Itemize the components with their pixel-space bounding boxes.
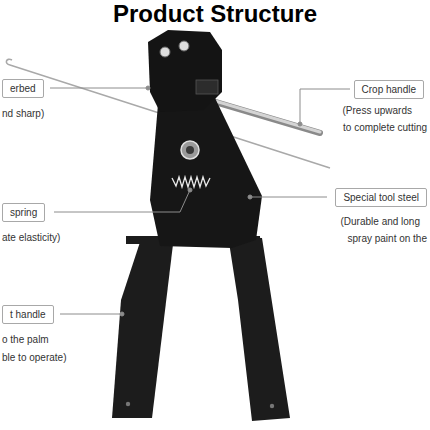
- leader-dot: [298, 122, 302, 126]
- right-handle: [228, 236, 290, 421]
- leader-line: [54, 212, 180, 213]
- part-description: spray paint on the: [348, 232, 428, 245]
- leader-dot: [120, 312, 124, 316]
- leader-line: [50, 88, 148, 89]
- part-description: ate elasticity): [2, 231, 60, 244]
- part-description: (Press upwards: [343, 104, 412, 117]
- leader-line: [60, 314, 122, 315]
- body-plate: [150, 98, 262, 248]
- part-description: ble to operate): [2, 351, 67, 364]
- callout-box: Crop handle: [354, 80, 424, 99]
- callout-box: erbed: [2, 79, 44, 98]
- leader-line: [300, 89, 350, 90]
- tool-head: [148, 30, 222, 112]
- part-description: to complete cutting: [343, 121, 427, 134]
- leader-line: [250, 197, 327, 198]
- callout-box: spring: [2, 203, 45, 222]
- callout-text: Special tool steel: [343, 192, 419, 203]
- head-block: [196, 80, 218, 94]
- hole: [270, 404, 274, 408]
- leader-line: [300, 89, 301, 124]
- head-hole: [179, 41, 189, 51]
- callout-text: erbed: [10, 83, 36, 94]
- callout-box: t handle: [2, 305, 54, 324]
- part-description: o the palm: [2, 333, 49, 346]
- leader-dot: [248, 195, 252, 199]
- finger-stop: [126, 236, 156, 244]
- spring-coil: [172, 177, 210, 187]
- callout-text: Crop handle: [362, 84, 416, 95]
- pivot-bolt-core: [186, 146, 194, 154]
- hole: [126, 402, 130, 406]
- leader-dot: [188, 188, 192, 192]
- part-description: (Durable and long: [341, 215, 421, 228]
- page-title: Product Structure: [0, 0, 430, 28]
- pivot-bolt: [181, 141, 199, 159]
- left-handle: [112, 236, 174, 418]
- head-hole: [160, 47, 170, 57]
- leader-line: [180, 190, 190, 212]
- callout-box: Special tool steel: [335, 188, 427, 207]
- part-description: nd sharp): [2, 107, 44, 120]
- leader-dot: [146, 86, 150, 90]
- callout-text: spring: [10, 207, 37, 218]
- callout-text: t handle: [10, 309, 46, 320]
